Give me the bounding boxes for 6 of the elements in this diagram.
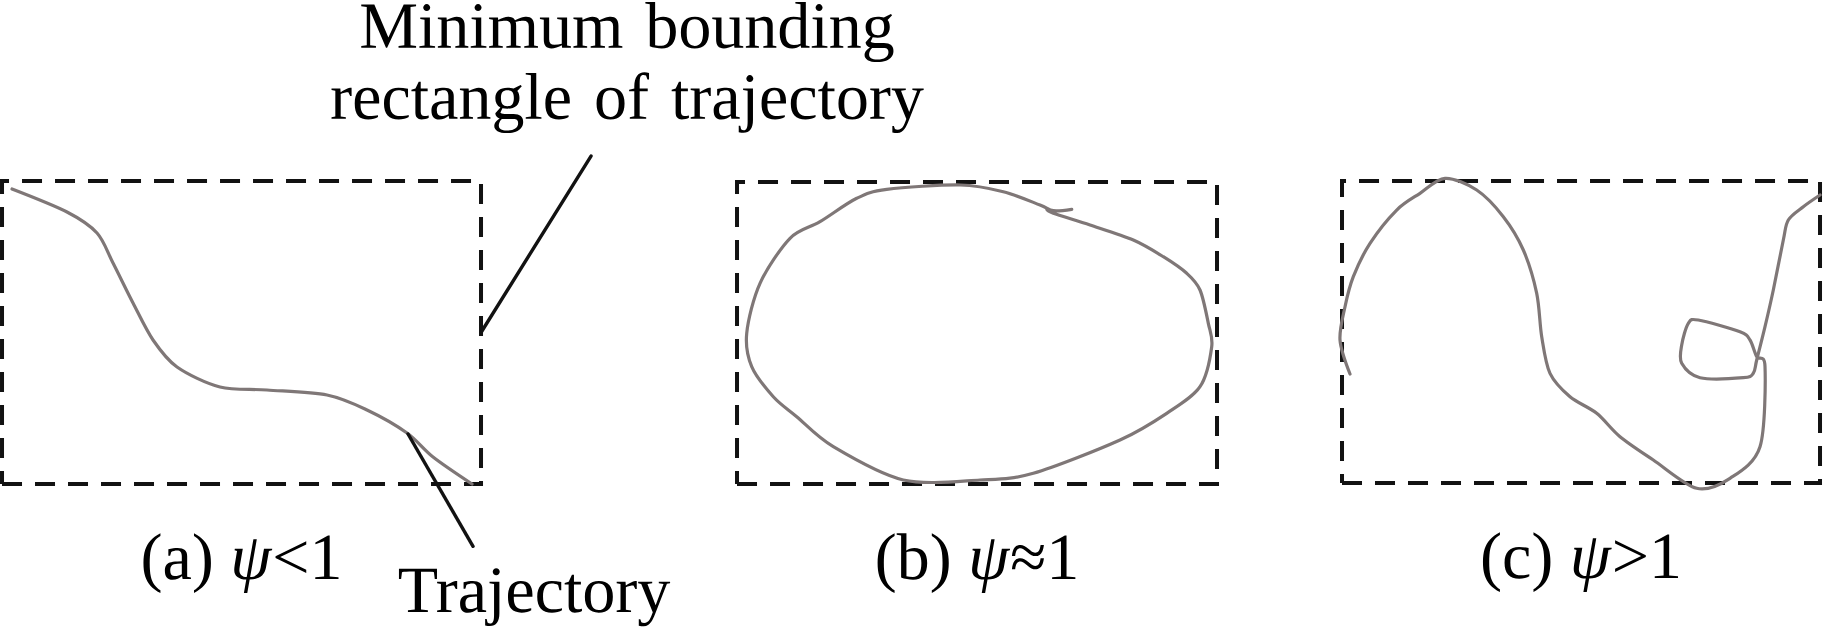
panel-caption: (b) ψ≈1 — [877, 533, 1076, 594]
panel-caption: (c) ψ>1 — [1482, 532, 1678, 593]
leader-line — [406, 432, 475, 548]
callout-label: Minimum bounding rectangle of trajectory — [331, 2, 924, 134]
callout-label: Trajectory — [398, 568, 671, 627]
panel-caption: (a) ψ<1 — [143, 533, 339, 594]
